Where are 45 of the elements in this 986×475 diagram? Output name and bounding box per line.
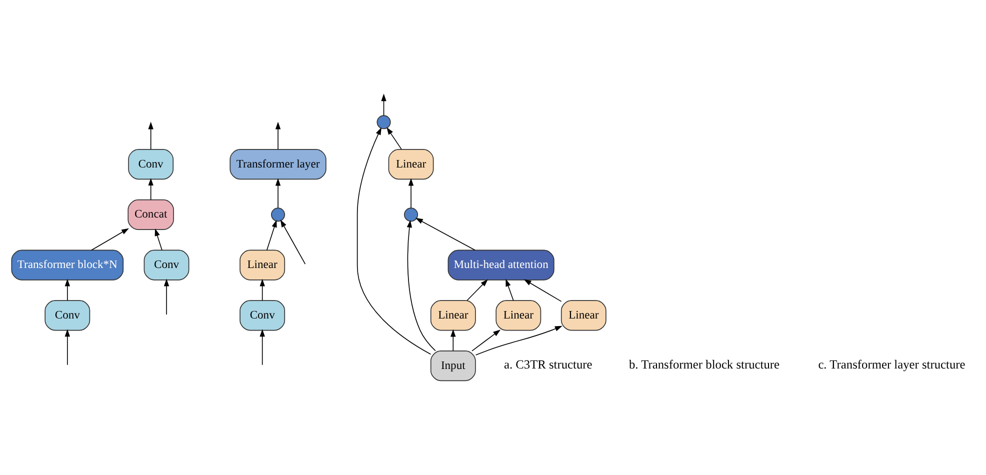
arrow: [450, 329, 456, 352]
node-box: Linear: [560, 300, 606, 331]
node-box: Transformer block*N: [11, 250, 124, 280]
arrow: [154, 228, 162, 251]
node-box: Linear: [240, 250, 286, 280]
arrow: [266, 220, 277, 251]
arrow: [381, 94, 386, 116]
node-circle: [271, 208, 286, 222]
arrow: [506, 278, 514, 301]
label: b. Transformer block structure: [628, 358, 780, 372]
arrow: [415, 218, 476, 251]
arrow: [406, 220, 436, 352]
node-box: Linear: [430, 300, 476, 331]
arrow: [524, 279, 562, 302]
node-circle: [376, 115, 391, 130]
arrow: [356, 127, 432, 355]
arrow: [408, 178, 414, 208]
node-circle: [404, 208, 418, 222]
arrow: [260, 329, 265, 366]
node-box: Linear: [388, 149, 434, 180]
node-box: Conv: [44, 300, 90, 331]
node-box: Concat: [128, 199, 174, 230]
arrow: [164, 278, 170, 315]
arrow: [386, 127, 402, 150]
arrow: [64, 329, 70, 366]
node-box: Linear: [496, 300, 542, 331]
label: c. Transformer layer structure: [818, 358, 966, 372]
arrow: [280, 220, 306, 264]
arrow: [148, 122, 154, 150]
node-box: Conv: [240, 300, 286, 331]
node-box: Transformer layer: [230, 149, 326, 180]
arrow: [91, 228, 129, 251]
arrow: [475, 326, 562, 356]
node-box: Conv: [128, 149, 174, 180]
arrow: [64, 278, 70, 301]
arrow: [275, 122, 281, 150]
arrow: [466, 279, 488, 301]
node-box: Input: [430, 350, 476, 382]
node-box: Conv: [144, 250, 190, 280]
arrow: [148, 178, 154, 200]
label: a. C3TR structure: [504, 358, 592, 372]
node-box: Multi-head attention: [448, 250, 554, 280]
arrow: [472, 330, 501, 352]
arrow: [260, 278, 265, 301]
arrow: [275, 178, 281, 208]
